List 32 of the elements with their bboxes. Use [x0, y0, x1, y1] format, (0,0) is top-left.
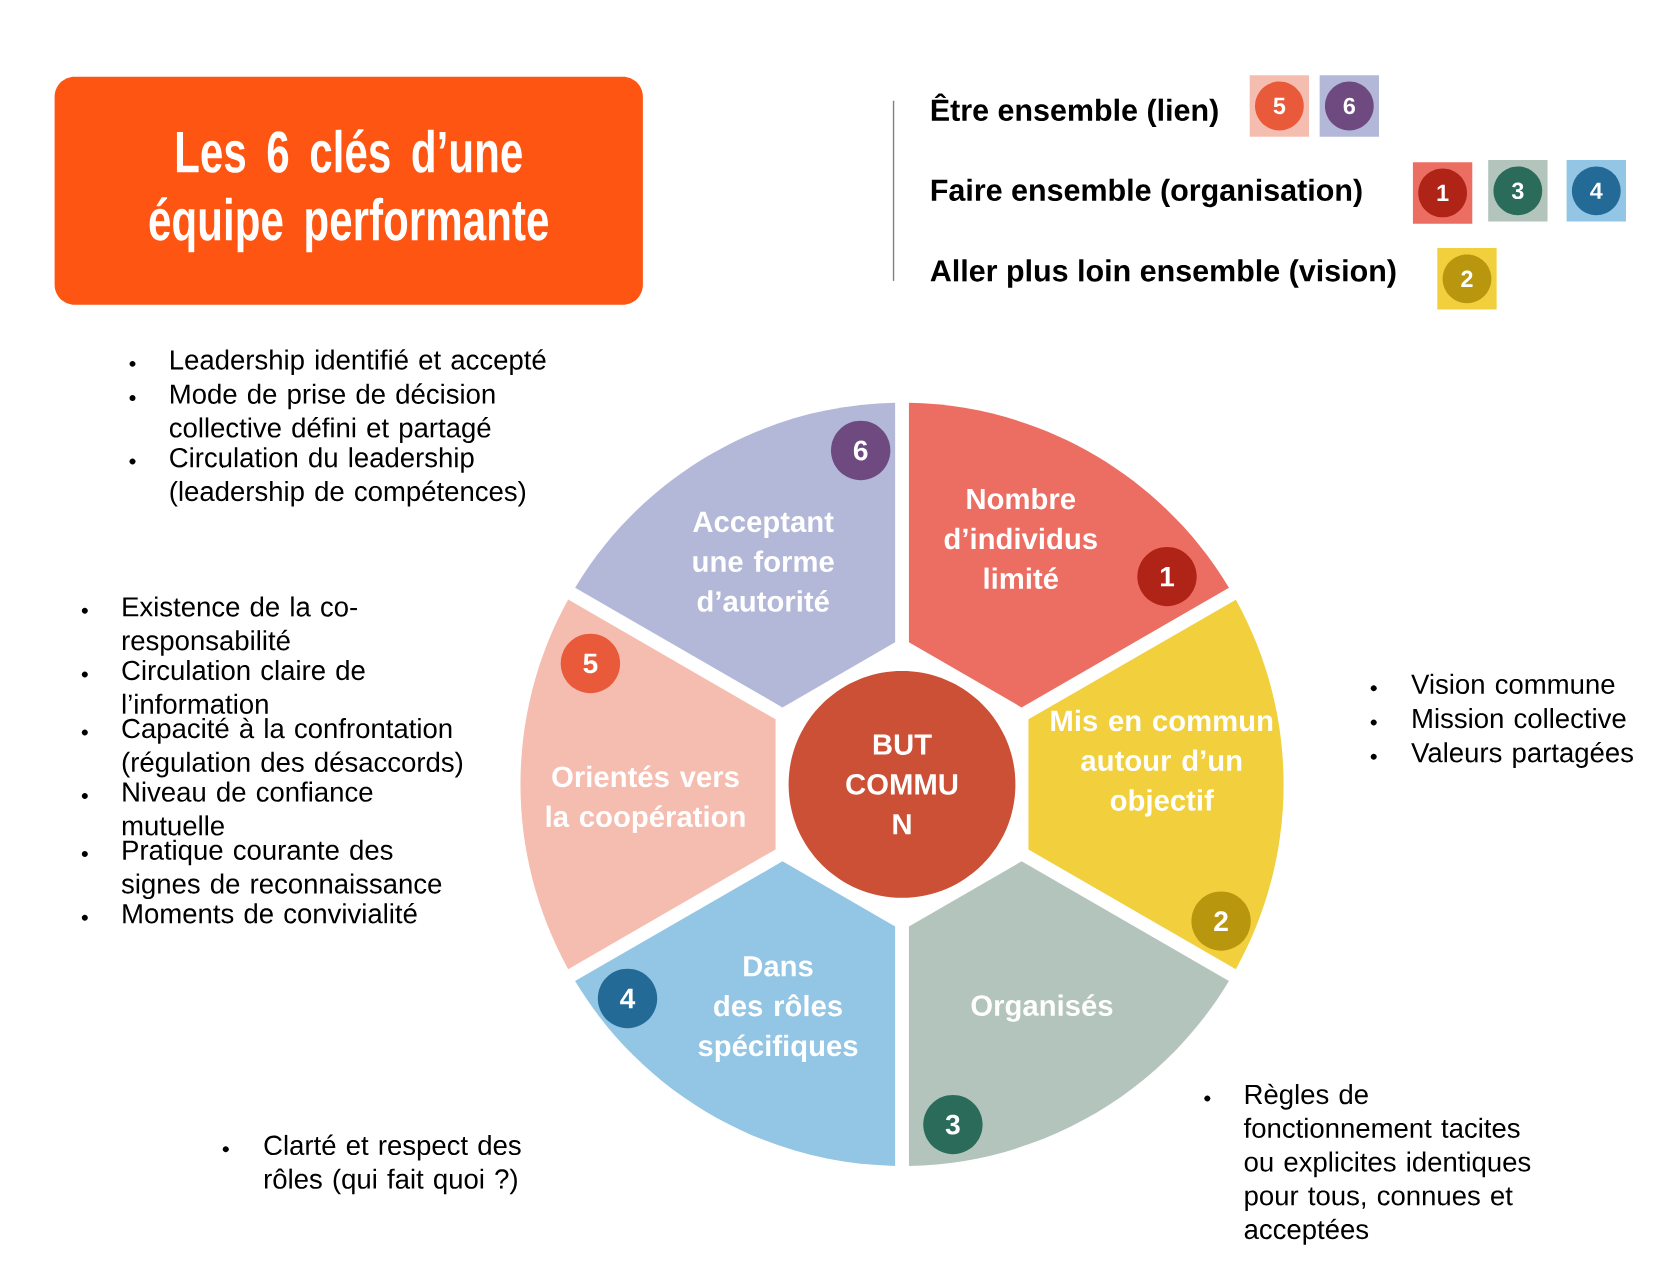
bullet-item: Mission collective — [1370, 708, 1626, 729]
number-badge: 2 — [1437, 248, 1497, 310]
wheel-segment: Nombre d’individus limité 1 — [908, 402, 1229, 708]
bullet-item: Mode de prise de décision collective défini et partagé — [129, 383, 495, 444]
bullet-item: Capacité à la confrontation (régulation des désaccords) — [81, 717, 463, 778]
bullet-item: Existence de la co-responsabilité — [81, 596, 357, 656]
bullet-item: Pratique courante des signes de reconnaissance — [81, 839, 442, 900]
number-badge: 5 — [1249, 75, 1310, 137]
number-badge: 1 — [1412, 162, 1473, 224]
wheel-segment: Dans des rôles spécifiques 4 — [575, 861, 896, 1166]
bullet-item: Valeurs partagées — [1370, 741, 1633, 768]
number-badge: 4 — [1566, 160, 1626, 222]
number-badge: 1 — [1137, 546, 1197, 607]
bullet-item: Leadership identifié et accepté — [129, 349, 546, 376]
bullet-item: Circulation du leadership (leadership de compétences) — [129, 447, 526, 507]
bullet-item: Vision commune — [1370, 673, 1615, 695]
number-badge: 6 — [831, 420, 891, 481]
bullet-item: Circulation claire de l’information — [81, 659, 365, 714]
bullet-item: Clarté et respect des rôles (qui fait quoi ?) — [222, 1134, 521, 1195]
wheel-segment: Mis en commun autour d’un objectif 2 — [1028, 599, 1284, 970]
legend-item: Aller plus loin ensemble (vision) — [930, 259, 1396, 288]
number-badge: 3 — [923, 1094, 983, 1155]
bullet-item: Moments de convivialité — [81, 902, 417, 924]
number-badge: 2 — [1191, 891, 1251, 951]
number-badge: 5 — [560, 633, 621, 694]
bullet-item: Niveau de confiance mutuelle — [81, 781, 373, 836]
number-badge: 6 — [1319, 75, 1379, 137]
legend-item: Faire ensemble (organisation) — [931, 178, 1362, 208]
title-banner: Les 6 clés d’une équipe performante — [54, 76, 643, 305]
number-badge: 3 — [1488, 160, 1548, 222]
number-badge: 4 — [597, 968, 658, 1029]
legend-item: Être ensemble (lien) — [931, 93, 1218, 128]
